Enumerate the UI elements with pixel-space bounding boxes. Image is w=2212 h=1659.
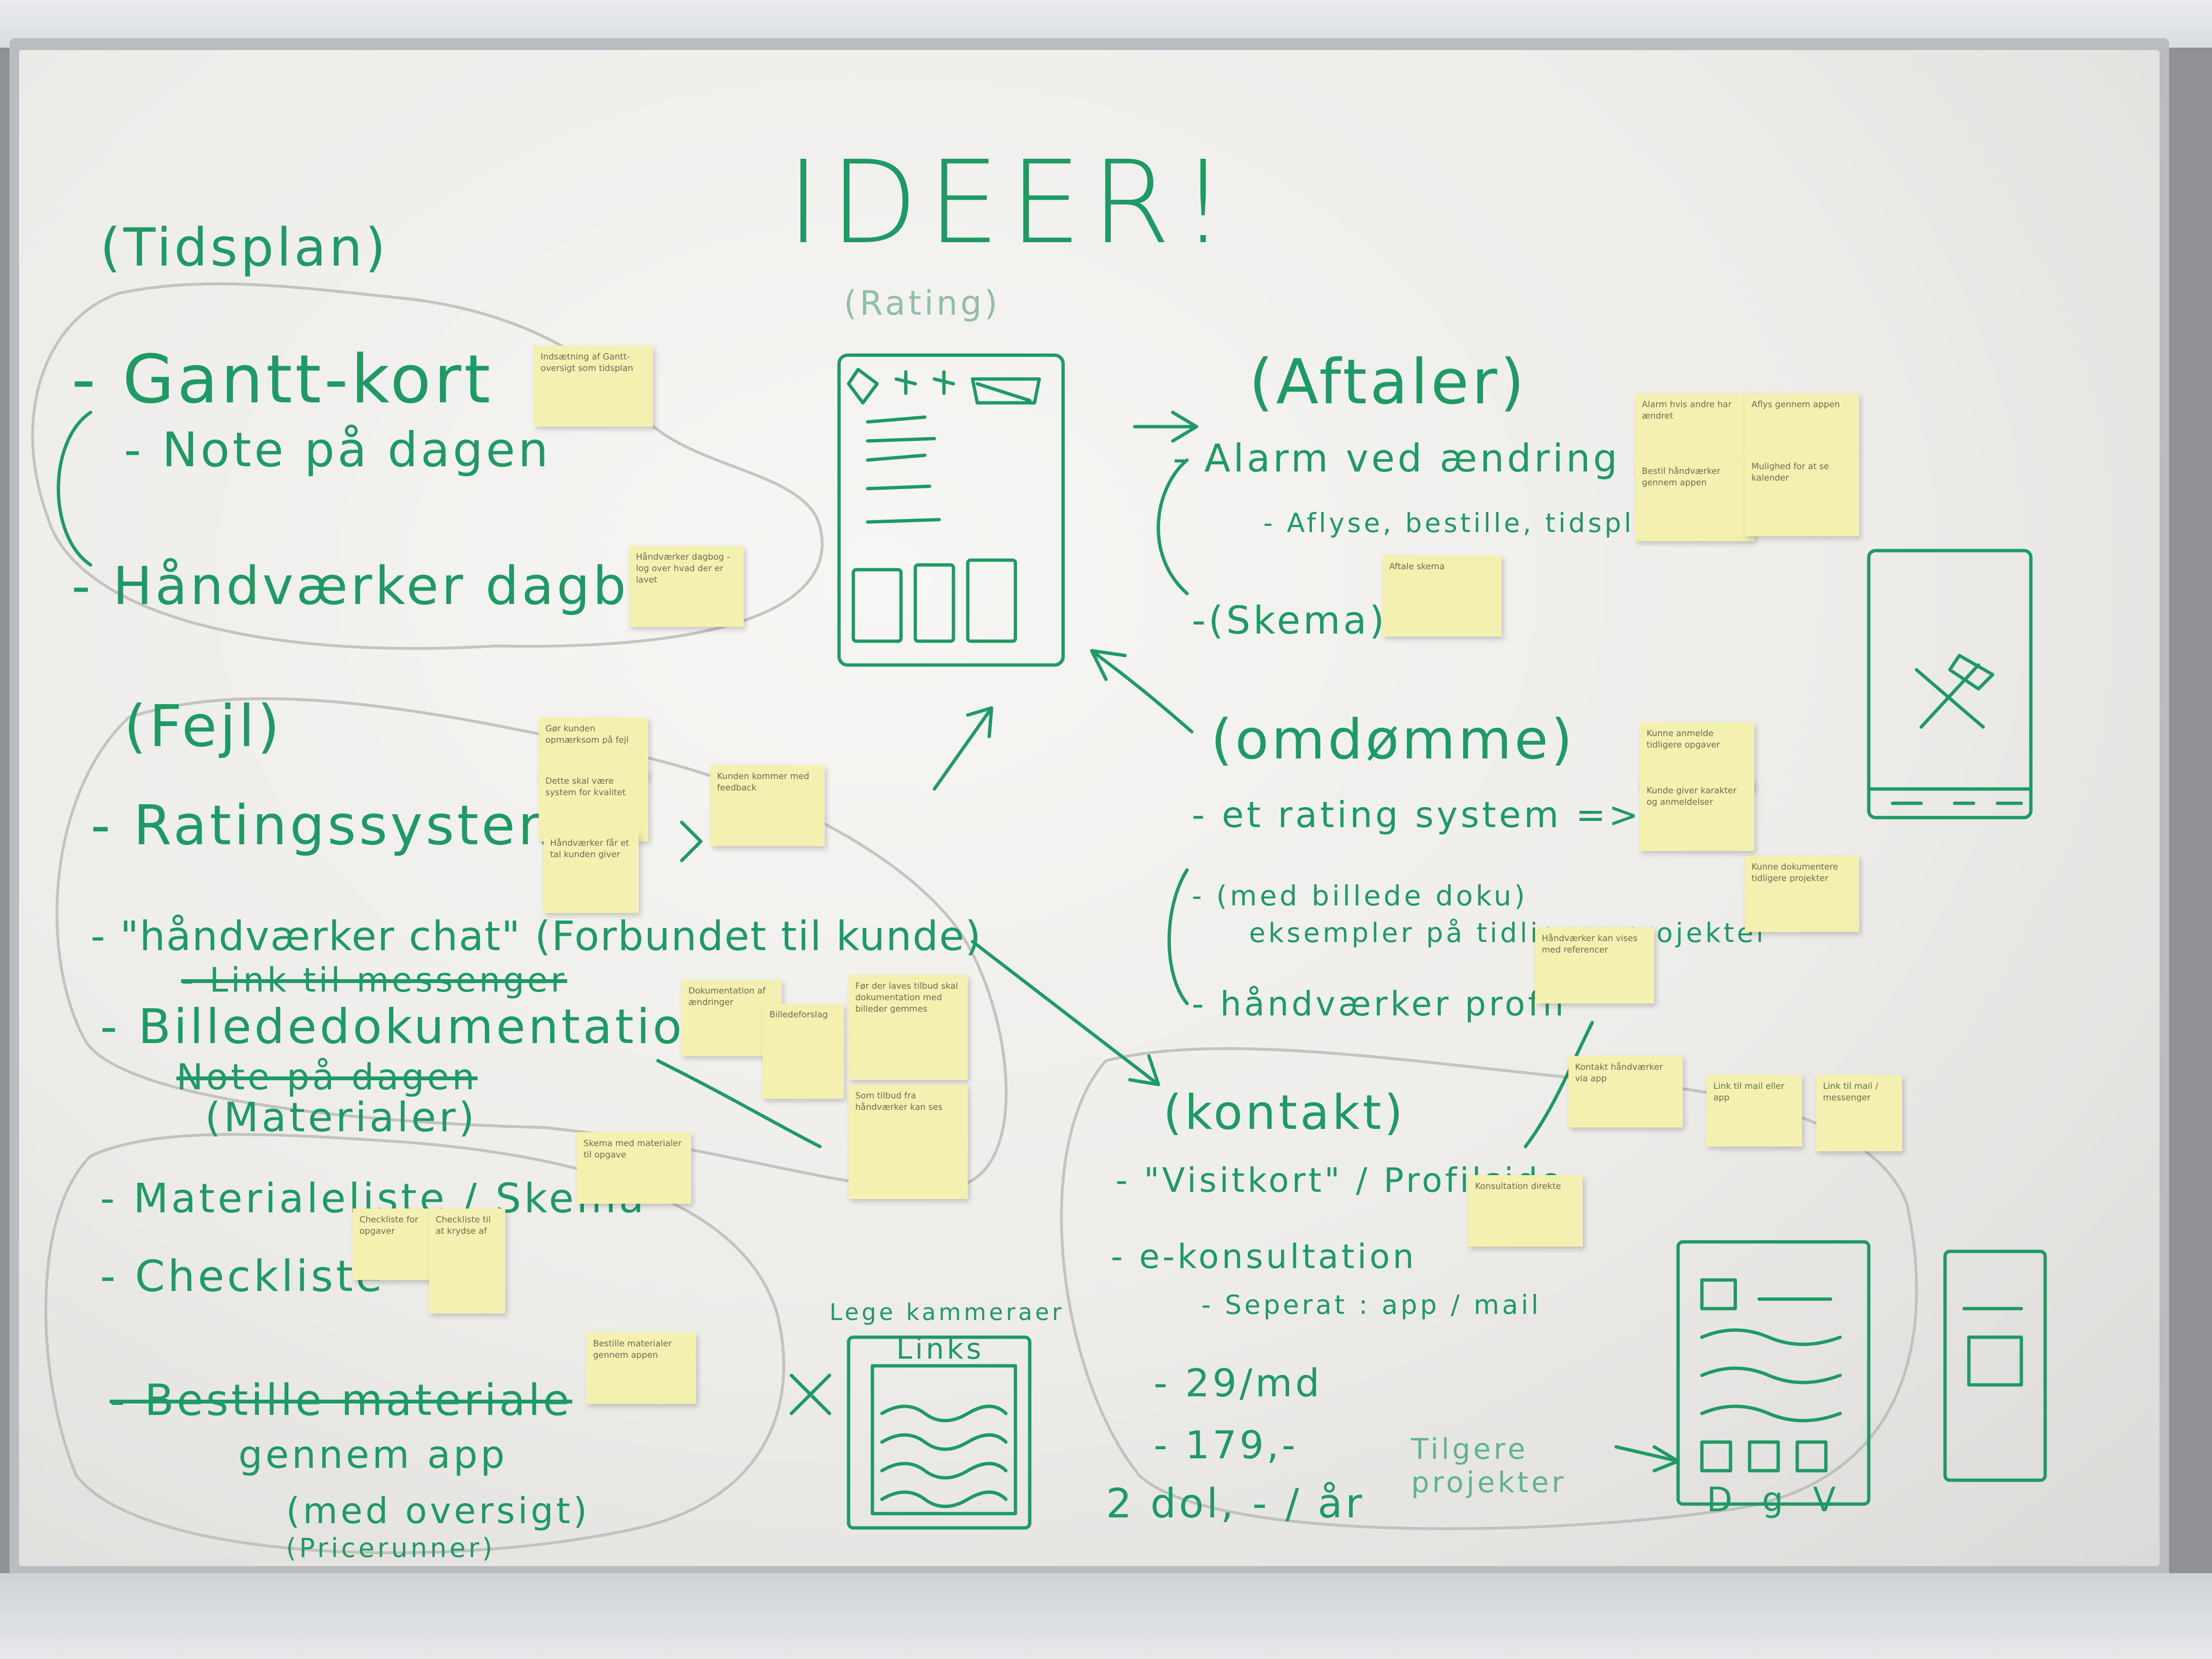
- fejl-item-messenger: - Link til messenger: [181, 961, 567, 1000]
- tidsplan-item-dagbog: - Håndværker dagbog: [72, 555, 700, 616]
- side-phone-sketch: [1943, 1249, 2047, 1482]
- materialer-cloud: [44, 1133, 786, 1555]
- sticky-note: Dette skal være system for kvalitet: [539, 770, 648, 841]
- tidsplan-item-gantt: - Gantt-kort: [72, 341, 493, 419]
- tidsplan-item-note: - Note på dagen: [124, 422, 552, 478]
- sticky-note: Link til mail / messenger: [1816, 1075, 1902, 1151]
- kontakt-price-179: - 179,-: [1154, 1423, 1299, 1467]
- tidsplan-cloud: [31, 282, 824, 650]
- sticky-note: Som tilbud fra håndværker kan ses: [849, 1085, 968, 1199]
- materialer-heading: (Materialer): [205, 1094, 477, 1141]
- materialer-item-bestille: - Bestille materiale: [110, 1375, 573, 1425]
- sticky-note: Håndværker dagbog - log over hvad der er…: [629, 546, 744, 627]
- sticky-note: Skema med materialer til opgave: [577, 1132, 691, 1204]
- sticky-note: Kunne anmelde tidligere opgaver: [1640, 722, 1754, 789]
- materialer-item-oversigt: (med oversigt): [286, 1490, 590, 1532]
- omdomme-item-rating: - et rating system =>: [1192, 794, 1641, 836]
- sticky-note: Bestil håndværker gennem appen: [1635, 460, 1754, 541]
- sticky-note: Kunde giver karakter og anmeldelser: [1640, 779, 1754, 851]
- kontakt-cloud: [1060, 1047, 1918, 1530]
- sticky-note: Checkliste for opgaver: [353, 1208, 434, 1280]
- kontakt-item-seperat: - Seperat : app / mail: [1201, 1290, 1542, 1320]
- fejl-item-note: Note på dagen: [176, 1056, 478, 1098]
- kontakt-price-month: - 29/md: [1154, 1361, 1322, 1405]
- sticky-note: Mulighed for at se kalender: [1745, 455, 1859, 536]
- fejl-item-billede: - Billededokumentation: [100, 999, 718, 1055]
- links-sketch-label: Lege kammeraer: [830, 1299, 1065, 1326]
- sticky-note: Håndværker kan vises med referencer: [1535, 927, 1654, 1004]
- sticky-note: Kontakt håndværker via app: [1568, 1056, 1683, 1127]
- aftaler-item-alarm: - Alarm ved ændring: [1173, 436, 1620, 481]
- sticky-note: Gør kunden opmærksom på fejl: [539, 717, 648, 779]
- tidsplan-heading: (Tidsplan): [100, 217, 389, 278]
- sticky-note: Kunden kommer med feedback: [710, 765, 825, 846]
- sticky-note: Aflys gennem appen: [1745, 393, 1859, 455]
- marker-tray: [0, 1573, 2212, 1659]
- fejl-heading: (Fejl): [124, 694, 283, 760]
- sticky-note: Indsætning af Gantt-oversigt som tidspla…: [534, 346, 653, 427]
- sticky-note: Håndværker får et tal kunden giver: [543, 832, 639, 913]
- sticky-note: Aftale skema: [1382, 555, 1502, 636]
- profile-phone-sketch: [1676, 1240, 1871, 1506]
- aftaler-item-skema: -(Skema): [1192, 598, 1387, 643]
- aftaler-item-aflyse: - Aflyse, bestille, tidsplan: [1263, 508, 1673, 538]
- aftaler-heading: (Aftaler): [1249, 346, 1527, 418]
- rating-label: (Rating): [844, 284, 1001, 323]
- omdomme-heading: (omdømme): [1211, 708, 1576, 772]
- app-phone-sketch: [1867, 549, 2033, 819]
- sticky-note: Før der laves tilbud skal dokumentation …: [849, 975, 968, 1080]
- materialer-item-checkliste: - Checkliste: [100, 1251, 385, 1301]
- board-title: IDEER!: [787, 136, 1236, 269]
- omdomme-item-profil: - håndværker profil: [1192, 984, 1567, 1024]
- sticky-note: Konsultation direkte: [1468, 1175, 1583, 1247]
- kontakt-price-year: 2 dol, - / år: [1106, 1480, 1365, 1527]
- whiteboard: IDEER! (Tidsplan) - Gantt-kort - Note på…: [19, 50, 2160, 1566]
- rating-phone-sketch: [837, 353, 1065, 667]
- whiteboard-sketches: [31, 282, 2047, 1555]
- kontakt-item-konsultation: - e-konsultation: [1111, 1237, 1417, 1276]
- omdomme-item-billede: - (med billede doku): [1192, 880, 1528, 912]
- omdomme-item-eksempler: eksempler på tidligere projekter: [1249, 918, 1770, 949]
- materialer-item-pricerunner: (Pricerunner): [286, 1533, 495, 1563]
- links-sketch-inner: Links: [896, 1332, 984, 1366]
- fejl-item-chat: - "håndværker chat" (Forbundet til kunde…: [91, 913, 982, 960]
- kontakt-heading: (kontakt): [1163, 1085, 1406, 1140]
- fejl-item-rating: - Ratingssystem: [91, 794, 574, 858]
- links-sketch: [847, 1335, 1032, 1530]
- sticky-note: Checkliste til at krydse af: [429, 1208, 505, 1313]
- sticky-note: Kunne dokumentere tidligere projekter: [1745, 856, 1859, 932]
- tidligere-projekter-label: Tilgere projekter: [1411, 1433, 1567, 1499]
- sticky-note: Bestille materialer gennem appen: [586, 1332, 696, 1404]
- sticky-note: Billedeforslag: [763, 1004, 844, 1099]
- phone-tab-letters: D g V: [1707, 1480, 1845, 1519]
- sticky-note: Link til mail eller app: [1707, 1075, 1802, 1147]
- materialer-item-gennem-app: gennem app: [238, 1433, 508, 1477]
